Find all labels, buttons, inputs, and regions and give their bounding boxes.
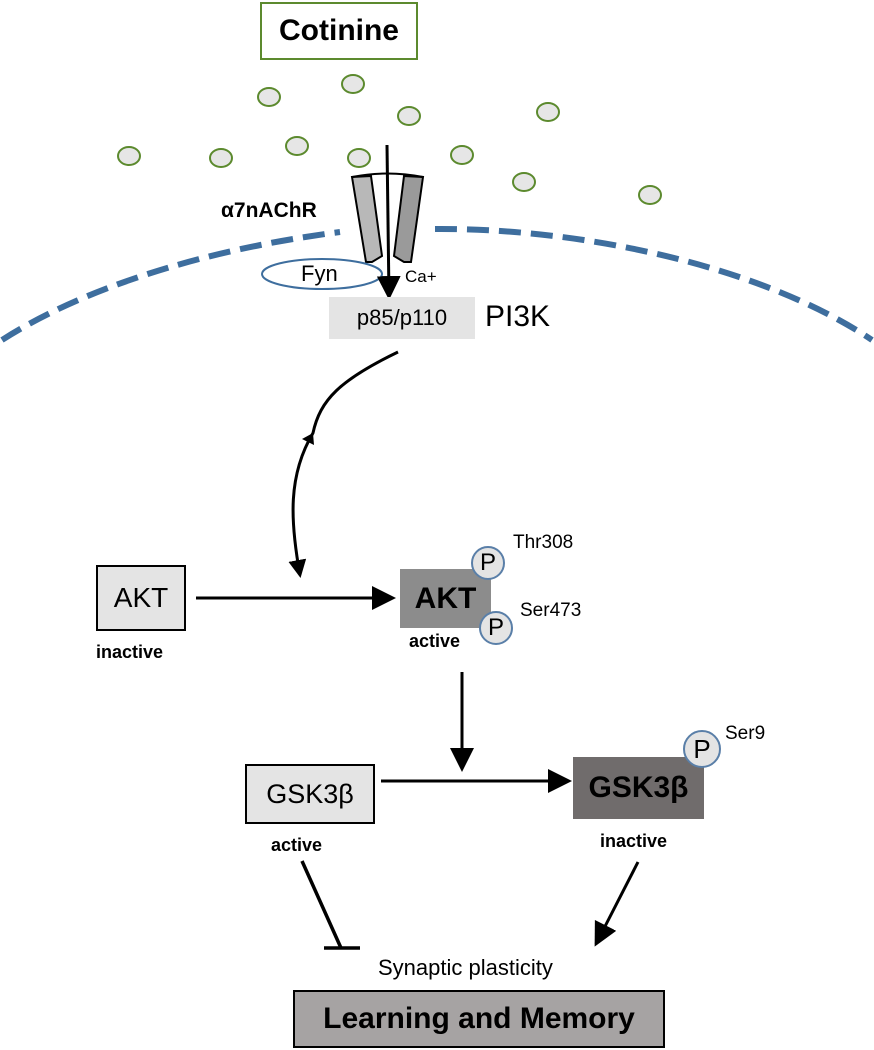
cotinine-molecule xyxy=(341,74,365,94)
fyn-ellipse xyxy=(261,258,383,290)
phospho-ser473-site: Ser473 xyxy=(520,600,582,621)
learning-memory-label: Learning and Memory xyxy=(323,1002,635,1035)
cotinine-molecules xyxy=(117,74,662,205)
akt-inactive-state: inactive xyxy=(96,642,164,662)
cotinine-molecule xyxy=(257,87,281,107)
cotinine-box: Cotinine xyxy=(260,2,418,60)
phospho-ser9-site: Ser9 xyxy=(725,723,766,744)
phospho-ser9-circle: P xyxy=(683,730,721,768)
gsk-active-box: GSK3β xyxy=(245,764,375,824)
receptor-label: α7nAChR xyxy=(221,199,317,222)
pi3k-subunit-label: p85/p110 xyxy=(356,305,448,330)
pi3k-to-akt-arrow xyxy=(288,350,399,578)
cell-membrane xyxy=(0,225,874,343)
receptor-channel xyxy=(350,172,425,263)
gsk-inactive-box: GSK3β xyxy=(573,757,704,819)
phospho-thr308-circle: P xyxy=(471,546,505,580)
synaptic-plasticity-label: Synaptic plasticity xyxy=(378,955,553,980)
calcium-label: Ca+ xyxy=(405,267,437,286)
cotinine-molecule xyxy=(512,172,536,192)
gsk-active-label: GSK3β xyxy=(266,778,354,809)
gsk-inactive-to-plasticity-arrow xyxy=(594,861,640,947)
phospho-ser473-symbol: P xyxy=(487,614,504,641)
gsk-inactive-label: GSK3β xyxy=(588,771,689,804)
cotinine-molecule xyxy=(285,136,309,156)
fyn-label: Fyn xyxy=(301,261,338,286)
receptor-entry-arrow xyxy=(376,144,401,300)
akt-inactive-label: AKT xyxy=(113,582,169,613)
cotinine-molecule xyxy=(117,146,141,166)
cotinine-molecule xyxy=(347,148,371,168)
pi3k-label: PI3K xyxy=(485,300,551,333)
akt-active-state: active xyxy=(409,631,461,651)
pi3k-arrow-midhead xyxy=(302,433,314,445)
cotinine-molecule xyxy=(638,185,662,205)
phospho-thr308-symbol: P xyxy=(479,549,496,576)
phospho-ser473-circle: P xyxy=(479,611,513,645)
cotinine-molecule xyxy=(397,106,421,126)
pi3k-subunit-box: p85/p110 xyxy=(329,297,475,339)
learning-memory-box: Learning and Memory xyxy=(293,990,665,1048)
gsk-inhibition-line xyxy=(300,860,343,949)
cotinine-molecule xyxy=(450,145,474,165)
gsk-active-state: active xyxy=(271,835,323,855)
phospho-ser9-symbol: P xyxy=(693,733,711,764)
cotinine-molecule xyxy=(209,148,233,168)
akt-active-box: AKT xyxy=(400,569,491,628)
akt-inactive-box: AKT xyxy=(96,565,186,631)
gsk-inactive-state: inactive xyxy=(600,831,668,851)
cotinine-label: Cotinine xyxy=(279,14,399,47)
akt-active-label: AKT xyxy=(414,581,477,615)
phospho-thr308-site: Thr308 xyxy=(513,532,574,553)
cotinine-molecule xyxy=(536,102,560,122)
